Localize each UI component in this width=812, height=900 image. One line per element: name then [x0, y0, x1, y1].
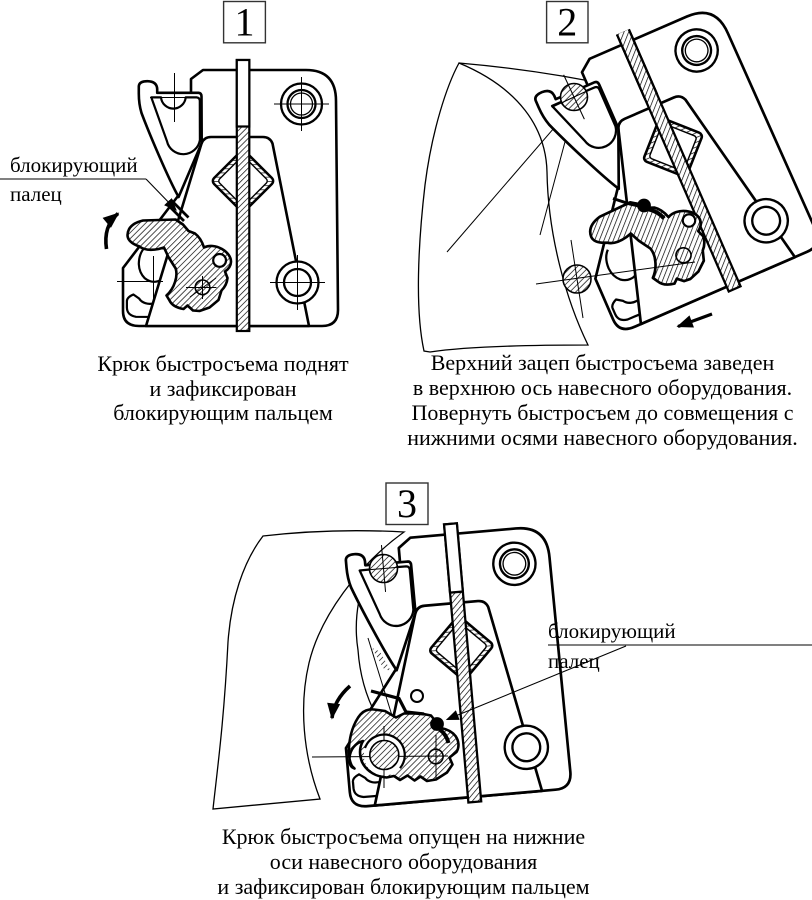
svg-text:в верхнюю ось навесного оборуд: в верхнюю ось навесного оборудования. — [413, 375, 792, 400]
svg-text:блокирующий: блокирующий — [548, 619, 676, 643]
svg-text:и зафиксирован: и зафиксирован — [149, 376, 296, 401]
svg-text:и зафиксирован блокирующим пал: и зафиксирован блокирующим пальцем — [217, 874, 589, 899]
svg-text:блокирующий: блокирующий — [10, 153, 138, 177]
svg-text:палец: палец — [10, 182, 62, 206]
svg-text:Крюк быстросъема поднят: Крюк быстросъема поднят — [97, 351, 349, 376]
svg-text:Верхний зацеп быстросъема заве: Верхний зацеп быстросъема заведен — [431, 350, 775, 375]
svg-text:нижними осями навесного оборуд: нижними осями навесного оборудования. — [407, 425, 797, 450]
svg-text:Повернуть быстросъем до совмещ: Повернуть быстросъем до совмещения с — [411, 400, 793, 425]
svg-text:3: 3 — [397, 481, 417, 526]
svg-text:палец: палец — [548, 649, 600, 673]
svg-text:блокирующим пальцем: блокирующим пальцем — [113, 400, 333, 425]
svg-text:1: 1 — [235, 0, 255, 45]
svg-text:Крюк быстросъема опущен на ниж: Крюк быстросъема опущен на нижние — [222, 824, 585, 849]
svg-text:2: 2 — [557, 0, 577, 45]
svg-text:оси навесного оборудования: оси навесного оборудования — [270, 849, 537, 874]
